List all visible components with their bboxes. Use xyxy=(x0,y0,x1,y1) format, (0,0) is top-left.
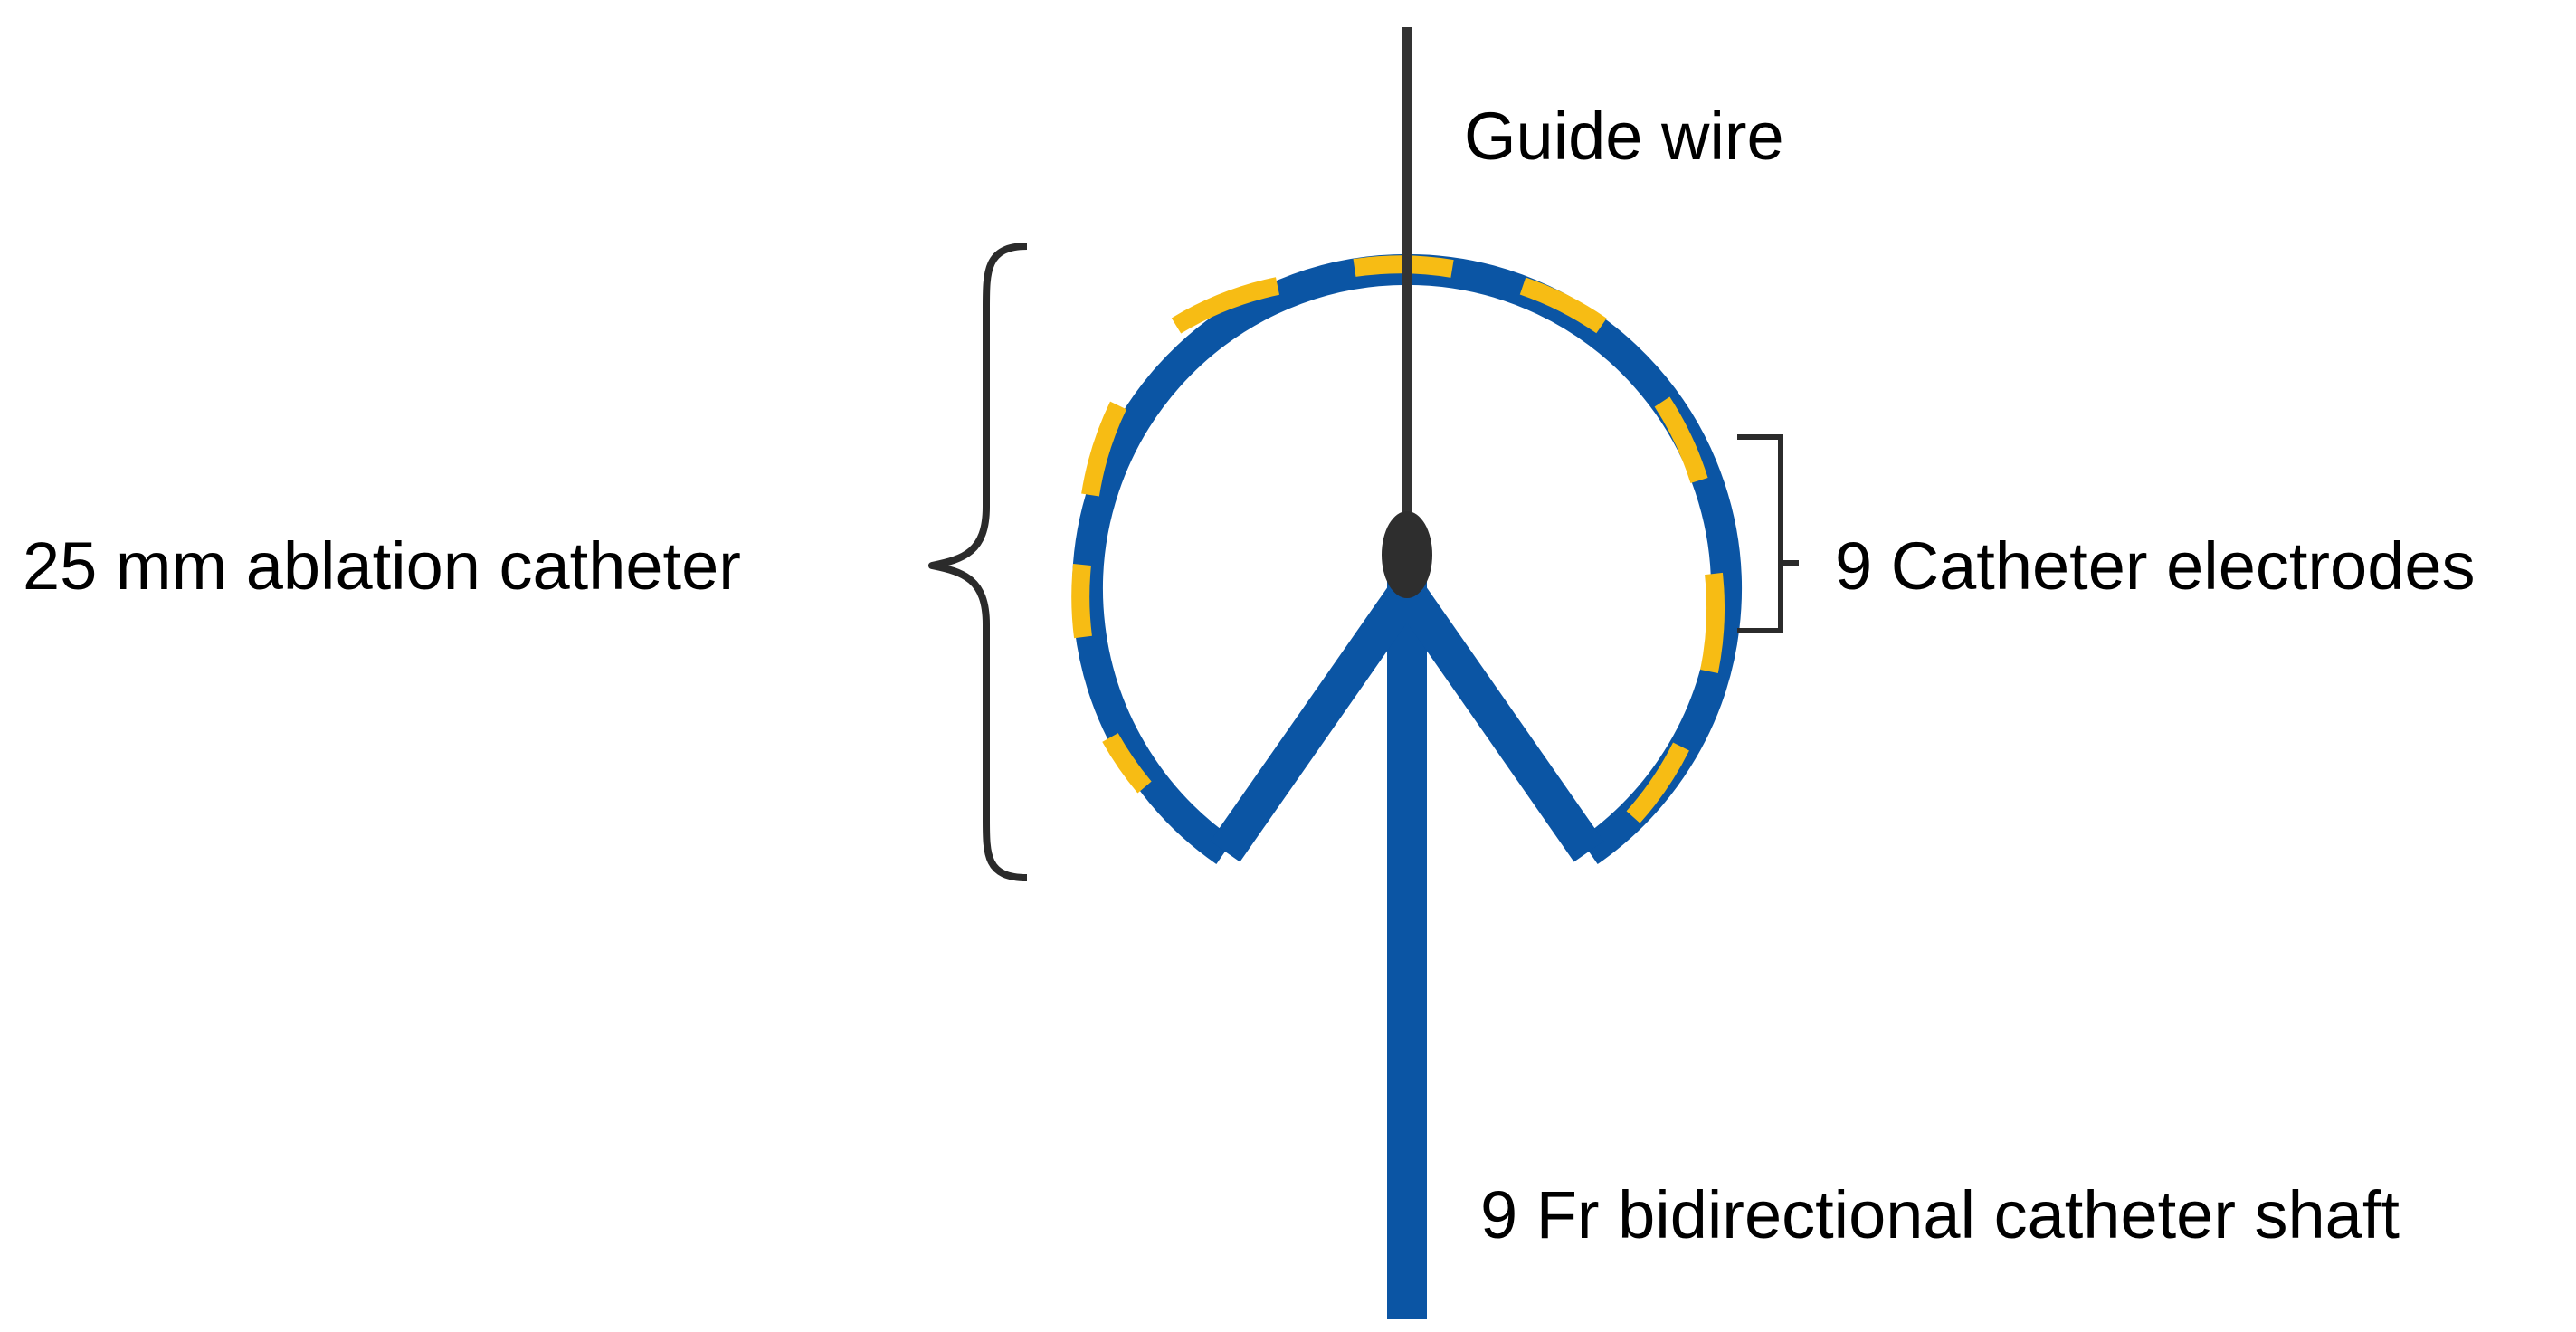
electrode xyxy=(1102,733,1152,794)
guide-wire-label: Guide wire xyxy=(1464,99,1784,174)
electrode xyxy=(1171,277,1280,334)
ablation-catheter-label: 25 mm ablation catheter xyxy=(23,528,741,604)
catheter-electrodes-label: 9 Catheter electrodes xyxy=(1835,528,2476,604)
electrodes-bracket xyxy=(1737,434,1799,633)
electrode xyxy=(1626,742,1689,823)
electrode xyxy=(1081,401,1127,497)
catheter-tip xyxy=(1382,511,1432,598)
electrode xyxy=(1071,563,1092,639)
catheter-shaft-label: 9 Fr bidirectional catheter shaft xyxy=(1480,1177,2400,1252)
electrodes-group xyxy=(1071,255,1725,823)
ablation-catheter-brace xyxy=(928,243,1028,881)
electrode xyxy=(1700,572,1725,673)
electrode xyxy=(1519,277,1607,334)
electrode xyxy=(1654,396,1708,484)
